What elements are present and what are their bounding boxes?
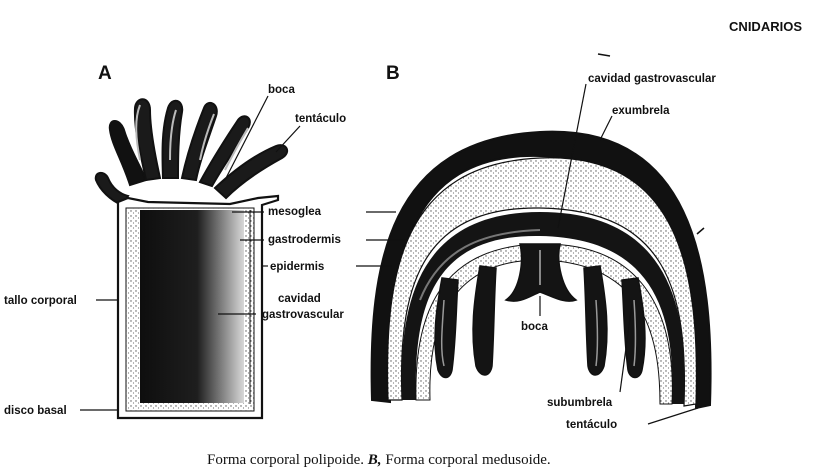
label-exumbrela: exumbrela — [612, 105, 670, 117]
label-boca-b: boca — [521, 321, 548, 333]
label-cavidad-a: cavidad — [278, 293, 321, 305]
label-gastrodermis: gastrodermis — [268, 234, 341, 246]
label-epidermis: epidermis — [270, 261, 324, 273]
label-subumbrela: subumbrela — [547, 397, 613, 409]
label-disco-basal: disco basal — [4, 405, 67, 417]
label-tentaculo-b: tentáculo — [566, 419, 617, 431]
label-cavidad-gastrovascular-b: cavidad gastrovascular — [588, 73, 716, 85]
polyp-gastrovascular-cavity — [140, 210, 244, 403]
section-header: CNIDARIOS — [729, 19, 802, 34]
panel-a-letter: A — [98, 63, 112, 84]
label-mesoglea: mesoglea — [268, 206, 322, 218]
label-tentaculo-a: tentáculo — [295, 113, 346, 125]
label-gastrovascular-a: gastrovascular — [262, 309, 344, 321]
label-tallo-corporal: tallo corporal — [4, 295, 77, 307]
figure-caption: Forma corporal polipoide. B, Forma corpo… — [207, 452, 551, 468]
label-boca-a: boca — [268, 84, 295, 96]
panel-b-letter: B — [386, 63, 400, 84]
